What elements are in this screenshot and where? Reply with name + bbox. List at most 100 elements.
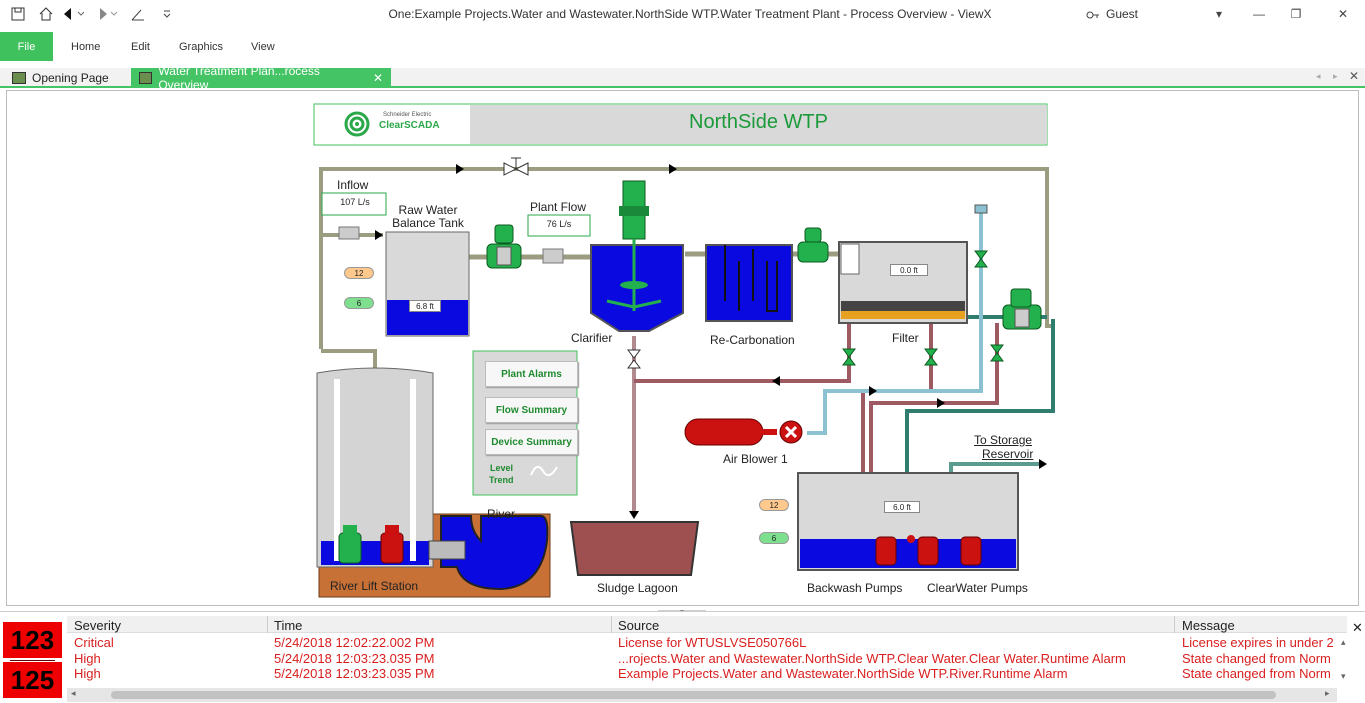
close-banner-icon[interactable]: ✕ xyxy=(1352,620,1363,635)
title-bar: One:Example Projects.Water and Wastewate… xyxy=(0,0,1365,28)
user-name[interactable]: Guest xyxy=(1106,7,1139,21)
scroll-down-icon[interactable]: ▾ xyxy=(1341,671,1346,681)
tab-label: Opening Page xyxy=(32,71,109,85)
alarm-count-unacknowledged[interactable]: 123 xyxy=(3,622,62,658)
plant-flow-value: 76 L/s xyxy=(546,219,572,229)
scroll-up-icon[interactable]: ▴ xyxy=(1341,637,1346,647)
clearscada-logo-icon xyxy=(344,111,370,137)
level-trend-label-2[interactable]: Trend xyxy=(489,475,514,485)
river-water xyxy=(440,515,549,591)
clearwater-pump-1-icon xyxy=(917,536,939,566)
recarbonation-label: Re-Carbonation xyxy=(710,333,795,347)
key-icon xyxy=(1086,7,1100,23)
process-diagram xyxy=(313,103,1055,598)
tab-scroll-right-icon[interactable]: ▸ xyxy=(1333,71,1338,81)
horizontal-scrollbar[interactable]: ◂ ▸ xyxy=(67,688,1337,702)
measure-icon[interactable] xyxy=(130,6,146,22)
document-tab-strip: Opening Page Water Treatment Plan...roce… xyxy=(0,64,1365,92)
forward-icon[interactable] xyxy=(95,6,117,22)
column-divider xyxy=(611,616,612,633)
backwash-valve-1-icon xyxy=(842,348,856,366)
recarbonation-tank xyxy=(705,244,793,322)
alarm-source: Example Projects.Water and Wastewater.No… xyxy=(618,666,1068,681)
user-menu-chevron-icon[interactable]: ▾ xyxy=(1215,7,1223,21)
clearwell-low-alarm-badge[interactable]: 6 xyxy=(759,532,789,544)
column-header-severity[interactable]: Severity xyxy=(74,618,121,633)
alarm-severity: High xyxy=(74,666,101,681)
clarifier-label: Clarifier xyxy=(571,331,613,345)
air-blower-label: Air Blower 1 xyxy=(723,452,788,466)
raw-tank-level[interactable]: 6.8 ft xyxy=(409,300,441,312)
close-window-icon[interactable]: ✕ xyxy=(1337,7,1349,21)
ribbon-tab-edit[interactable]: Edit xyxy=(131,41,150,53)
river-lift-tank xyxy=(316,367,434,568)
window-title: One:Example Projects.Water and Wastewate… xyxy=(388,7,992,21)
customize-menu-icon[interactable] xyxy=(160,6,174,22)
inflow-label: Inflow xyxy=(337,178,369,192)
inflow-value: 107 L/s xyxy=(340,197,370,207)
air-valve-icon xyxy=(974,250,988,268)
raw-high-alarm-badge[interactable]: 12 xyxy=(344,267,374,279)
tab-opening-page[interactable]: Opening Page xyxy=(4,68,117,88)
count-divider xyxy=(10,660,55,661)
column-header-message[interactable]: Message xyxy=(1182,618,1235,633)
bypass-pipe xyxy=(319,167,1053,349)
scrollbar-thumb[interactable] xyxy=(111,691,1276,699)
clearwater-pumps-label: ClearWater Pumps xyxy=(927,581,1028,595)
ribbon-tab-graphics[interactable]: Graphics xyxy=(179,41,224,53)
raw-low-alarm-badge[interactable]: 6 xyxy=(344,297,374,309)
clearwell-feed-pipe xyxy=(905,319,1055,483)
tab-scroll-left-icon[interactable]: ◂ xyxy=(1316,71,1321,81)
file-button[interactable]: File xyxy=(0,32,53,61)
device-summary-button[interactable]: Device Summary xyxy=(485,429,578,455)
save-icon[interactable] xyxy=(10,6,26,22)
logo-product: ClearSCADA xyxy=(379,120,440,131)
logo-brand: Schneider Electric xyxy=(383,112,432,118)
plant-alarms-button[interactable]: Plant Alarms xyxy=(485,361,578,387)
clearwell-level[interactable]: 6.0 ft xyxy=(884,501,920,513)
to-storage-link-1[interactable]: To Storage xyxy=(974,433,1033,447)
close-tab-icon[interactable]: ✕ xyxy=(372,71,383,85)
trend-icon xyxy=(530,465,558,477)
minimize-icon[interactable]: — xyxy=(1253,7,1265,21)
sludge-valve-icon xyxy=(627,349,641,369)
flow-summary-button[interactable]: Flow Summary xyxy=(485,397,578,423)
scroll-right-icon[interactable]: ▸ xyxy=(1325,688,1330,698)
river-label: River xyxy=(487,507,516,521)
filter-level[interactable]: 0.0 ft xyxy=(890,264,928,276)
lift-pump-red-icon xyxy=(380,525,404,564)
clearwell-high-alarm-badge[interactable]: 12 xyxy=(759,499,789,511)
column-header-time[interactable]: Time xyxy=(274,618,303,633)
filter-outlet-valve-icon xyxy=(1002,288,1042,330)
to-storage-link-2[interactable]: Reservoir xyxy=(982,447,1034,461)
tab-process-overview[interactable]: Water Treatment Plan...rocess Overview ✕ xyxy=(131,64,391,92)
clearwater-pump-2-icon xyxy=(960,536,982,566)
alarm-message: License expires in under 2 xyxy=(1182,635,1334,650)
sludge-lagoon xyxy=(569,521,700,576)
alarm-message: State changed from Norm xyxy=(1182,666,1331,681)
column-header-source[interactable]: Source xyxy=(618,618,660,633)
back-icon[interactable] xyxy=(62,6,84,22)
restore-icon[interactable]: ❐ xyxy=(1290,7,1302,21)
column-divider xyxy=(267,616,268,633)
header-title-panel xyxy=(470,105,1047,144)
raw-tank-label-1: Raw Water xyxy=(398,203,458,217)
alarm-banner: 123 125 Severity Time Source Message Cri… xyxy=(0,611,1365,703)
ribbon-tab-view[interactable]: View xyxy=(251,41,275,53)
alarm-severity: High xyxy=(74,651,101,666)
intake-screen xyxy=(428,540,466,560)
level-trend-label-1[interactable]: Level xyxy=(490,463,514,473)
raw-tank-label-2: Balance Tank xyxy=(392,216,464,230)
bypass-valve-icon xyxy=(503,157,529,176)
backwash-pump-icon xyxy=(875,535,915,566)
backwash-valve-3-icon xyxy=(990,344,1004,362)
alarm-message: State changed from Norm xyxy=(1182,651,1331,666)
scroll-left-icon[interactable]: ◂ xyxy=(71,688,76,698)
ribbon-tab-home[interactable]: Home xyxy=(71,41,101,53)
close-all-tabs-icon[interactable]: ✕ xyxy=(1349,69,1360,83)
alarm-time: 5/24/2018 12:02:22.002 PM xyxy=(274,635,435,650)
backwash-return-pipe xyxy=(634,323,851,383)
alarm-count-total[interactable]: 125 xyxy=(3,662,62,698)
home-icon[interactable] xyxy=(38,6,54,22)
column-divider xyxy=(1174,616,1175,633)
